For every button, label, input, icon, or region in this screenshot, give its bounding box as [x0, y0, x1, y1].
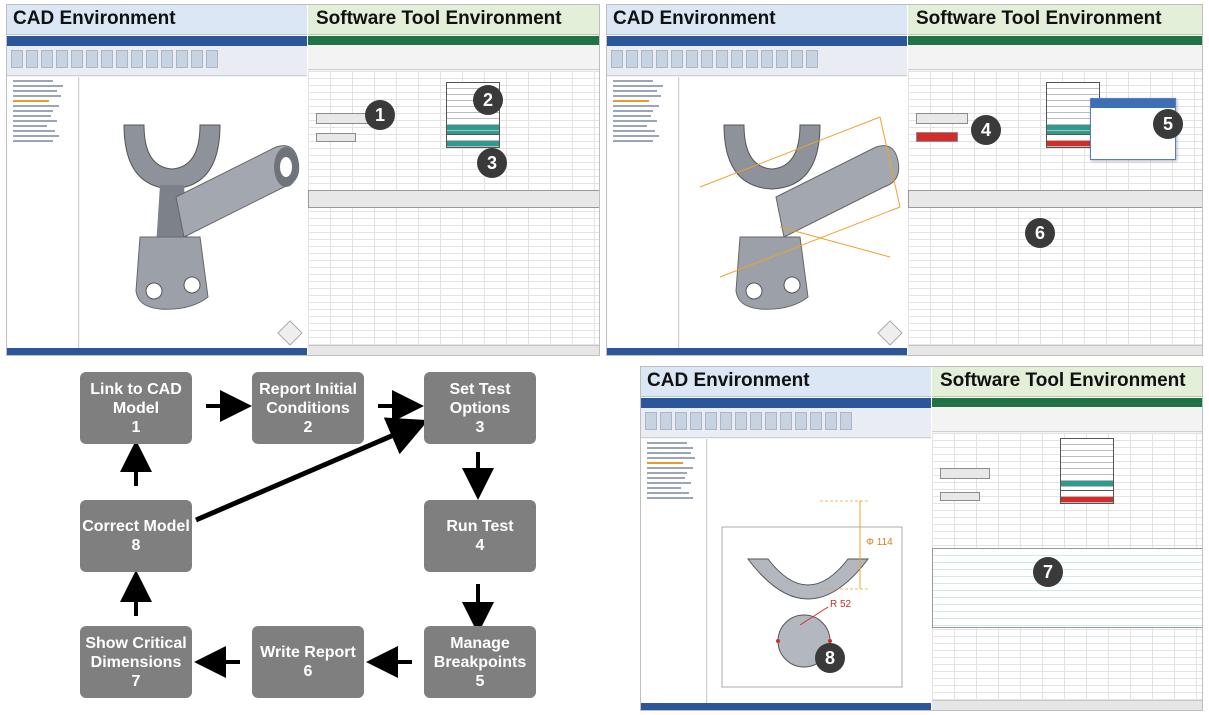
test-results-table	[1046, 134, 1100, 148]
cad-window	[7, 36, 307, 355]
run-test-button[interactable]	[940, 492, 980, 501]
flow-node-manage-breakpoints: Manage Breakpoints 5	[424, 626, 536, 698]
software-tool-window	[908, 36, 1202, 355]
spreadsheet-ribbon	[932, 398, 1202, 432]
feature-tree[interactable]	[641, 439, 707, 703]
step-badge-2: 2	[473, 85, 503, 115]
node-number: 7	[131, 672, 141, 690]
cad-environment-title: CAD Environment	[641, 367, 931, 397]
software-tool-window	[932, 398, 1202, 710]
step-badge-5: 5	[1153, 109, 1183, 139]
dimension-header-row	[308, 190, 599, 208]
cad-window	[607, 36, 907, 355]
feature-tree[interactable]	[7, 77, 79, 348]
spreadsheet-status-bar	[932, 700, 1202, 710]
node-number: 6	[303, 663, 313, 680]
step-badge-4: 4	[971, 115, 1001, 145]
node-title: Write Report	[260, 644, 356, 661]
cad-status-bar	[641, 703, 931, 710]
software-tool-environment-title: Software Tool Environment	[308, 5, 599, 35]
node-number: 1	[131, 418, 141, 436]
cad-ribbon	[7, 36, 307, 76]
link-to-cad-model-button[interactable]	[940, 468, 990, 479]
flow-node-correct-model: Correct Model 8	[80, 500, 192, 572]
run-test-button[interactable]	[316, 133, 356, 142]
software-tool-environment-title: Software Tool Environment	[908, 5, 1202, 35]
process-flow-diagram: Link to CAD Model 1 Report Initial Condi…	[0, 360, 640, 715]
cad-environment-title: CAD Environment	[7, 5, 307, 35]
node-title: Manage Breakpoints	[433, 634, 527, 671]
part-3d-model-highlighted	[699, 116, 901, 310]
flow-node-show-critical-dimensions: Show Critical Dimensions 7	[80, 626, 192, 698]
screenshot-panel-3: CAD Environment Software Tool Environmen…	[640, 366, 1203, 711]
node-number: 8	[131, 537, 141, 554]
critical-dimensions-table	[932, 548, 1202, 628]
node-title: Link to CAD Model	[90, 380, 182, 417]
screenshot-panel-1: CAD Environment Software Tool Environmen…	[6, 4, 600, 356]
dimension-diameter-label[interactable]: Φ 114	[866, 537, 893, 548]
test-results-table	[1060, 490, 1114, 504]
screenshot-panel-2: CAD Environment Software Tool Environmen…	[606, 4, 1203, 356]
node-number: 4	[475, 537, 485, 554]
node-title: Correct Model	[82, 518, 190, 535]
spreadsheet-ribbon	[308, 36, 599, 70]
link-to-cad-model-button[interactable]	[916, 113, 968, 124]
flow-arrows	[120, 390, 494, 678]
step-badge-7: 7	[1033, 557, 1063, 587]
run-test-button-active[interactable]	[916, 132, 958, 142]
cad-viewport[interactable]	[80, 77, 307, 348]
test-results-table	[446, 134, 500, 148]
spreadsheet-grid	[308, 71, 599, 345]
cad-environment-title: CAD Environment	[607, 5, 907, 35]
node-title: Show Critical Dimensions	[85, 634, 187, 671]
step-badge-8: 8	[815, 643, 845, 673]
step-badge-3: 3	[477, 148, 507, 178]
link-to-cad-model-button[interactable]	[316, 113, 368, 124]
node-title: Set Test Options	[449, 380, 511, 417]
cad-status-bar	[7, 348, 307, 355]
cad-ribbon	[641, 398, 931, 438]
flow-node-set-test-options: Set Test Options 3	[424, 372, 536, 444]
node-title: Run Test	[446, 518, 514, 535]
flow-node-write-report: Write Report 6	[252, 626, 364, 698]
spreadsheet-status-bar	[308, 345, 599, 355]
step-badge-1: 1	[365, 100, 395, 130]
node-title: Report Initial Conditions	[259, 380, 357, 417]
part-3d-model	[123, 124, 300, 310]
cad-window: Φ 114 R 52	[641, 398, 931, 710]
software-tool-window	[308, 36, 599, 355]
step-badge-6: 6	[1025, 218, 1055, 248]
dimension-header-row	[908, 190, 1202, 208]
cad-status-bar	[607, 348, 907, 355]
flow-node-link-to-cad-model: Link to CAD Model 1	[80, 372, 192, 444]
cad-viewport[interactable]	[680, 77, 907, 348]
node-number: 3	[475, 418, 485, 436]
feature-tree[interactable]	[607, 77, 679, 348]
initial-conditions-table	[1060, 438, 1114, 498]
dimension-radius-label[interactable]: R 52	[830, 599, 852, 610]
node-number: 5	[475, 672, 485, 690]
flow-node-run-test: Run Test 4	[424, 500, 536, 572]
node-number: 2	[303, 418, 313, 436]
flow-node-report-initial-conditions: Report Initial Conditions 2	[252, 372, 364, 444]
spreadsheet-ribbon	[908, 36, 1202, 70]
software-tool-environment-title: Software Tool Environment	[932, 367, 1202, 397]
spreadsheet-status-bar	[908, 345, 1202, 355]
cad-ribbon	[607, 36, 907, 76]
